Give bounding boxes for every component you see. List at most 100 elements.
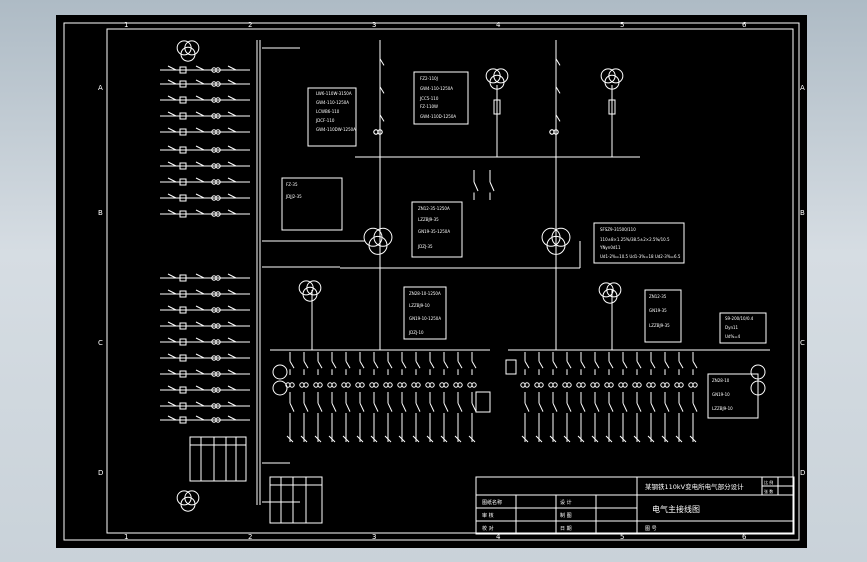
switch-blade <box>555 114 561 122</box>
switch-blade <box>538 402 544 412</box>
feeder-arrow <box>619 435 627 443</box>
current-transformer <box>215 275 221 281</box>
current-transformer <box>650 382 656 388</box>
switch-blade <box>538 360 544 369</box>
note-line: GW4-110-1250A <box>420 86 453 91</box>
current-transformer <box>215 355 221 361</box>
note-line: JDZJ-10 <box>408 330 424 335</box>
station-transformer <box>272 380 288 396</box>
top-number: 4 <box>496 21 501 29</box>
note-box: SFSZ9-31500/110 110±8×1.25%/38.5±2×2.5%/… <box>599 227 681 259</box>
note-line: FZ-35 <box>286 182 298 187</box>
note-line: Dyn11 <box>725 325 739 330</box>
feeder-arrow <box>521 435 529 443</box>
current-transformer <box>215 147 221 153</box>
feeder-arrow <box>314 435 322 443</box>
transformer-winding <box>180 496 196 512</box>
feeder-switch <box>227 161 237 167</box>
transformer-winding <box>604 74 620 90</box>
switch-blade <box>636 360 642 369</box>
title-corner: 比 例 <box>764 479 773 485</box>
note-line: LCWB6-110 <box>316 109 340 114</box>
note-box: FZ2-110J GW4-110-1250A JCC5-110 FZ-110W … <box>419 76 456 119</box>
switch-blade <box>524 360 530 369</box>
feeder-device <box>179 146 187 154</box>
current-transformer <box>345 382 351 388</box>
note-box: ZN12-35-1250A LZZBJ9-35 GN19-35-1250A JD… <box>417 206 450 249</box>
feeder-switch <box>167 415 177 421</box>
current-transformer <box>215 417 221 423</box>
feeder-switch <box>167 95 177 101</box>
bottom-number: 6 <box>742 533 747 541</box>
feeder-arrow <box>661 435 669 443</box>
feeder-switch <box>195 177 205 183</box>
current-transformer <box>303 382 309 388</box>
switch-blade <box>317 360 323 369</box>
switch-blade <box>664 402 670 412</box>
feeder-device <box>179 162 187 170</box>
feeder-switch <box>167 65 177 71</box>
feeder-switch <box>227 209 237 215</box>
feeder-switch <box>227 401 237 407</box>
feeder-device <box>179 66 187 74</box>
feeder-switch <box>167 79 177 85</box>
feeder-arrow <box>605 435 613 443</box>
surge-arrester <box>608 99 616 115</box>
title-cell: 日 期 <box>560 526 572 532</box>
feeder-switch <box>195 415 205 421</box>
feeder-switch <box>195 145 205 151</box>
switch-blade <box>580 360 586 369</box>
current-transformer <box>215 403 221 409</box>
switch-blade <box>566 402 572 412</box>
switch-blade <box>580 402 586 412</box>
current-transformer <box>215 323 221 329</box>
feeder-switch <box>167 209 177 215</box>
switch-blade <box>379 86 385 94</box>
feeder-arrow <box>647 435 655 443</box>
switch-blade <box>331 402 337 412</box>
switch-blade <box>359 360 365 369</box>
station-transformer <box>272 364 288 380</box>
current-transformer <box>289 382 295 388</box>
switch-blade <box>415 360 421 369</box>
transformer-winding <box>489 74 505 90</box>
feeder-arrow <box>300 435 308 443</box>
side-letter: A <box>98 84 103 92</box>
note-line: ZN12-35-1250A <box>418 206 450 211</box>
current-transformer <box>580 382 586 388</box>
note-line: YNyn0d11 <box>599 245 621 250</box>
note-line: JCC5-110 <box>419 96 439 101</box>
feeder-arrow <box>468 435 476 443</box>
switch-blade <box>303 402 309 412</box>
switch-blade <box>303 360 309 369</box>
note-line: S9-200/10/0.4 <box>725 316 754 321</box>
note-box: S9-200/10/0.4 Dyn11 Ud%=4 <box>725 316 754 339</box>
top-number: 6 <box>742 21 747 29</box>
feeder-switch <box>167 177 177 183</box>
side-letter: C <box>800 339 805 347</box>
note-line: LW6-110W-3150A <box>316 91 352 96</box>
feeder-device <box>179 96 187 104</box>
side-letter: B <box>98 209 103 217</box>
feeder-arrow <box>591 435 599 443</box>
feeder-switch <box>195 209 205 215</box>
switch-blade <box>387 402 393 412</box>
feeder-switch <box>227 95 237 101</box>
note-box: ZN28-10-1250A LZZBJ9-10 GN19-10-1250A JD… <box>408 291 441 335</box>
switch-blade <box>373 360 379 369</box>
switch-blade <box>555 58 561 66</box>
current-transformer <box>215 195 221 201</box>
switch-blade <box>471 402 477 412</box>
bus-section <box>475 391 491 413</box>
switch-blade <box>457 402 463 412</box>
note-line: 110±8×1.25%/38.5±2×2.5%/10.5 <box>600 237 670 242</box>
side-letter: B <box>800 209 805 217</box>
feeder-switch <box>167 145 177 151</box>
current-transformer <box>566 382 572 388</box>
note-line: Ud1-2%=10.5 Ud1-3%=18 Ud2-3%=6.5 <box>600 254 681 259</box>
feeder-switch <box>195 95 205 101</box>
title-cell: 设 计 <box>560 499 572 506</box>
switch-blade <box>678 360 684 369</box>
feeder-arrow <box>549 435 557 443</box>
feeder-switch <box>195 369 205 375</box>
